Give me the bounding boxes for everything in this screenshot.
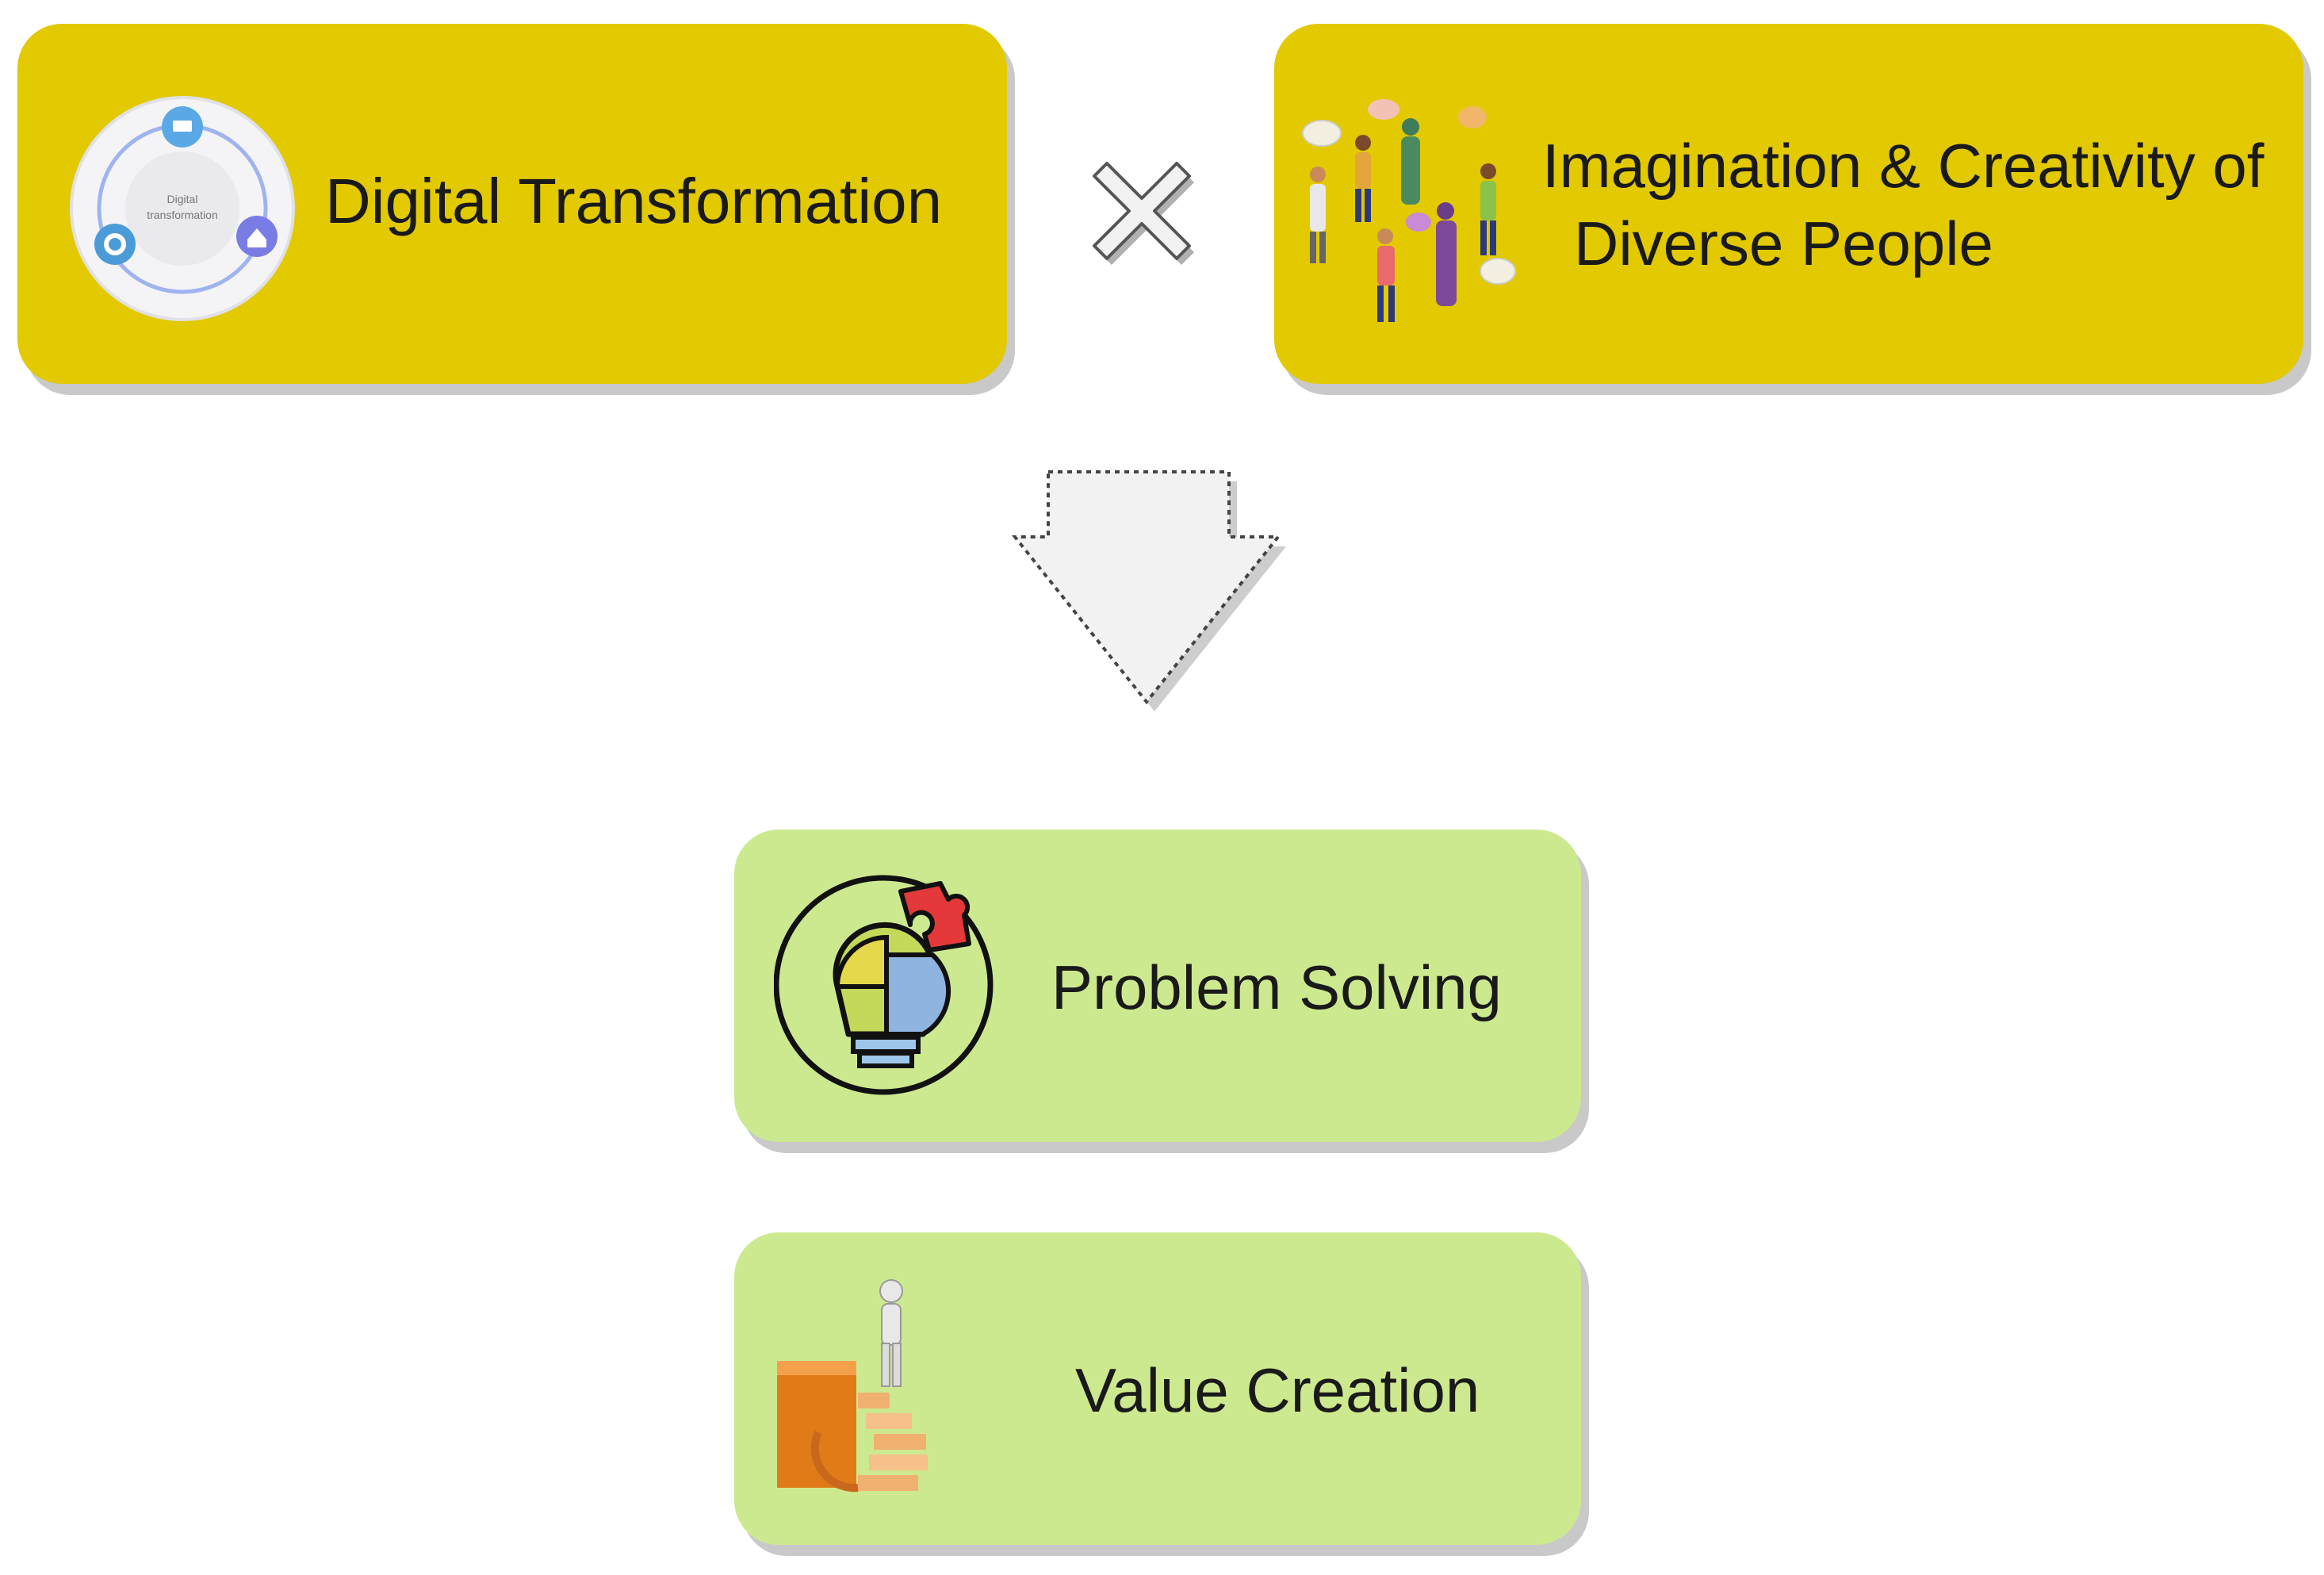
imagination-creativity-label-line2: Diverse People (1574, 209, 1993, 278)
svg-text:Digital: Digital (167, 193, 198, 205)
svg-text:transformation: transformation (147, 209, 217, 221)
lightbulb-puzzle-icon (774, 868, 1004, 1098)
stairs-figure-icon (771, 1274, 977, 1512)
value-creation-box: Value Creation (734, 1232, 1581, 1545)
problem-solving-label: Problem Solving (1051, 952, 1502, 1022)
down-arrow-icon (991, 464, 1292, 718)
digital-transformation-cycle-icon: Digital transformation (67, 94, 297, 324)
diverse-people-icon (1290, 95, 1520, 333)
multiply-icon (1093, 159, 1204, 270)
value-creation-label: Value Creation (1075, 1355, 1480, 1425)
digital-transformation-box: Digital transformation Digital Transform… (17, 24, 1007, 384)
problem-solving-box: Problem Solving (734, 830, 1581, 1142)
imagination-creativity-label-line1: Imagination & Creativity of (1542, 131, 2265, 201)
digital-transformation-label: Digital Transformation (325, 166, 943, 236)
imagination-creativity-box: Imagination & Creativity of Diverse Peop… (1274, 24, 2303, 384)
